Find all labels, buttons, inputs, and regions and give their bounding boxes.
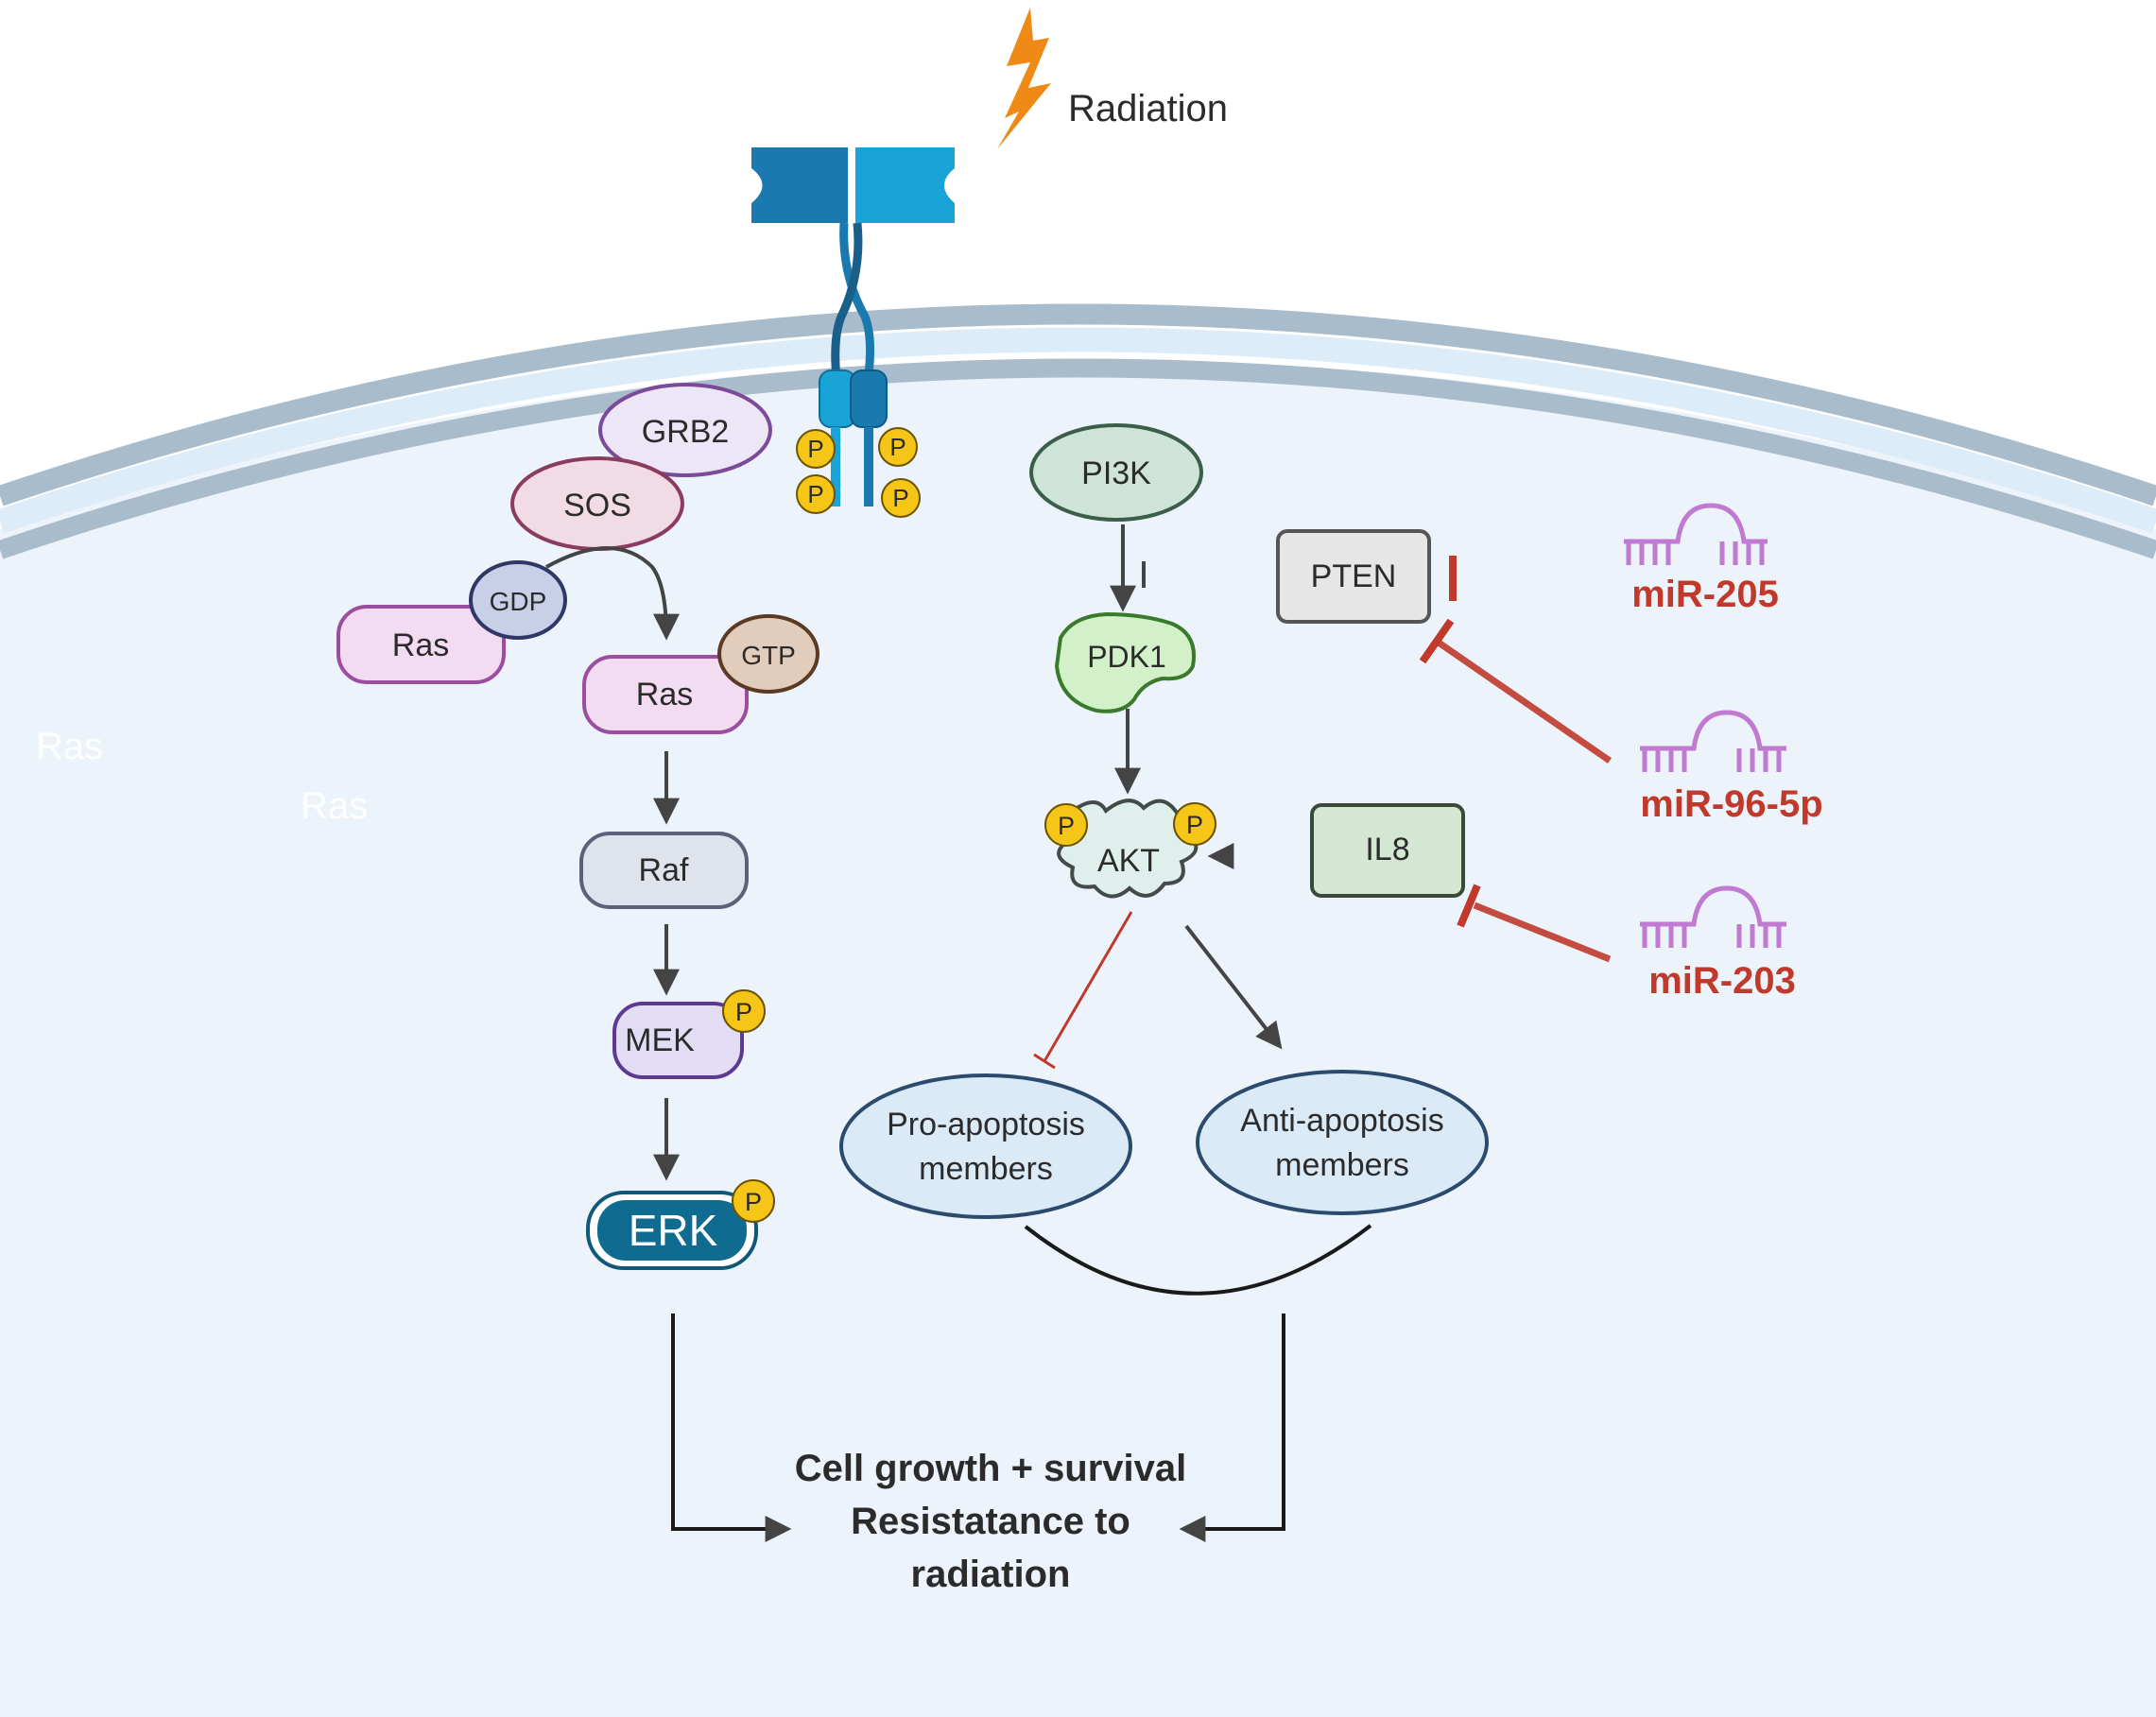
pi3k-node: PI3K xyxy=(1029,423,1203,522)
grb2-node: GRB2 xyxy=(598,383,772,477)
phospho-label: P xyxy=(889,433,906,461)
mirna-hairpin-icon xyxy=(1640,885,1786,948)
outcome-line: Cell growth + survival xyxy=(795,1448,1187,1489)
pten-inhibits-pdk1 xyxy=(1142,561,1267,588)
phospho-group: P xyxy=(881,478,921,518)
ras-mapk-pathway: GRB2 SOS Ras GDP Ras GTP Raf MEK xyxy=(336,383,819,1270)
receptor-tail-left xyxy=(831,427,840,507)
pi3k-akt-pathway: PI3K PTEN PDK1 AKT P P IL8 xyxy=(839,423,1489,1296)
mirna-regulators: miR-205 miR-96-5p xyxy=(1419,503,1823,1002)
mirna-hairpin-icon xyxy=(1640,710,1786,772)
phospho-label: P xyxy=(1186,811,1203,839)
outcome: Cell growth + survival Resistatance to r… xyxy=(671,1314,1285,1595)
sos-node: SOS xyxy=(510,456,684,551)
receptor-kinase-right xyxy=(850,369,888,428)
phospho-label: P xyxy=(1058,812,1075,840)
cell-membrane-inner xyxy=(0,358,2156,559)
receptor-tail-right xyxy=(864,427,873,507)
phospho-label: P xyxy=(892,484,908,512)
mir-203-label: miR-203 xyxy=(1648,960,1796,1002)
receptor-transmembrane-right xyxy=(831,222,863,388)
ras-gdp-label: Ras xyxy=(392,627,449,663)
receptor-ectodomain-left xyxy=(751,147,848,223)
faint-ras-label: Ras xyxy=(36,726,103,767)
phospho-group: P xyxy=(796,429,836,469)
akt-inhibits-pro-apoptosis xyxy=(1033,911,1133,1070)
phospho-label: P xyxy=(735,998,752,1026)
ras-gtp-node: Ras GTP xyxy=(582,614,819,734)
ras-gtp-label: Ras xyxy=(636,677,693,713)
mek-label: MEK xyxy=(625,1022,695,1058)
gdp-gtp-exchange-arrow xyxy=(545,546,680,641)
receptor-ectodomain-right xyxy=(855,147,955,223)
cell xyxy=(0,303,2156,1717)
gdp-label: GDP xyxy=(490,587,547,616)
akt-to-anti-apoptosis-arrow xyxy=(1184,924,1283,1050)
grb2-label: GRB2 xyxy=(642,414,730,450)
outcome-line: radiation xyxy=(911,1554,1071,1595)
mir-205-group: miR-205 xyxy=(1624,503,1779,615)
raf-node: Raf xyxy=(579,832,749,909)
phospho-group: P xyxy=(796,474,836,514)
cytoplasm xyxy=(0,359,2156,1717)
mek-node: MEK P xyxy=(612,989,766,1079)
pro-apoptosis-label: Pro-apoptosis xyxy=(887,1107,1085,1142)
cell-membrane-inner-leaflet xyxy=(0,327,2156,534)
anti-apoptosis-label: members xyxy=(1275,1147,1409,1183)
receptor-tyrosine-kinase: P P P P xyxy=(751,147,955,518)
mirna-hairpin-icon xyxy=(1624,503,1768,565)
mir-96-5p-group: miR-96-5p xyxy=(1640,710,1823,825)
pi3k-label: PI3K xyxy=(1081,455,1151,491)
faint-ras-label: Ras xyxy=(301,785,368,827)
il8-node: IL8 xyxy=(1310,803,1465,898)
radiation-label: Radiation xyxy=(1068,88,1228,129)
il8-label: IL8 xyxy=(1365,832,1409,867)
apoptosis-to-outcome-arrow xyxy=(1179,1314,1285,1542)
receptor-transmembrane-left xyxy=(839,222,875,388)
mir-205-label: miR-205 xyxy=(1631,574,1779,615)
mir-205-inhibits-pten xyxy=(1449,556,1612,601)
outcome-line: Resistatance to xyxy=(851,1501,1130,1542)
pdk1-label: PDK1 xyxy=(1087,640,1166,674)
mir-203-inhibits-il8 xyxy=(1457,884,1612,963)
pdk1-node: PDK1 xyxy=(1054,611,1196,713)
akt-label: AKT xyxy=(1097,843,1160,879)
anti-apoptosis-node: Anti-apoptosis members xyxy=(1196,1070,1489,1215)
apoptosis-balance-connector xyxy=(1024,1224,1372,1296)
phospho-label: P xyxy=(745,1188,762,1216)
ras-gdp-node: Ras GDP xyxy=(336,560,567,684)
anti-apoptosis-label: Anti-apoptosis xyxy=(1240,1103,1443,1139)
erk-label: ERK xyxy=(629,1206,718,1255)
phospho-label: P xyxy=(807,435,823,463)
lightning-bolt-icon xyxy=(997,8,1051,149)
raf-label: Raf xyxy=(639,852,689,888)
mir-96-5p-inhibits-pten xyxy=(1419,618,1612,764)
erk-to-outcome-arrow xyxy=(671,1314,792,1542)
phospho-group: P xyxy=(878,427,918,467)
cell-membrane-outer xyxy=(0,303,2156,507)
erk-node: ERK P xyxy=(586,1179,775,1270)
pten-node: PTEN xyxy=(1276,529,1431,624)
akt-node: AKT P P xyxy=(1044,798,1216,899)
radiation-stimulus: Radiation xyxy=(997,8,1228,149)
mir-203-group: miR-203 xyxy=(1640,885,1796,1002)
mir-96-5p-label: miR-96-5p xyxy=(1640,783,1822,825)
gtp-label: GTP xyxy=(741,641,796,670)
pten-label: PTEN xyxy=(1311,558,1397,594)
phospho-label: P xyxy=(807,480,823,508)
sos-label: SOS xyxy=(563,488,631,524)
pro-apoptosis-node: Pro-apoptosis members xyxy=(839,1073,1132,1219)
pro-apoptosis-label: members xyxy=(919,1151,1053,1187)
